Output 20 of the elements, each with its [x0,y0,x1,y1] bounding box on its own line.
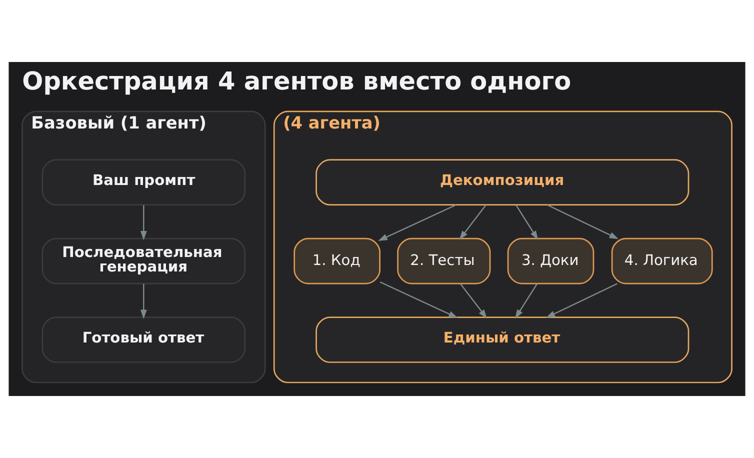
node-box: 3. Доки [507,238,594,284]
node-box: 1. Код [294,238,380,284]
node-box: Готовый ответ [42,316,246,363]
arrow [460,284,488,319]
arrow [140,284,147,320]
node-box: 4. Логика [611,238,713,284]
arrow [546,283,618,318]
arrow [378,204,456,241]
diagram-title: Оркестрация 4 агентов вместо одного [22,66,572,96]
arrow [514,284,538,319]
arrow [516,204,538,240]
node-box: Декомпозиция [316,159,690,206]
arrow [459,204,486,240]
node-box: Ваш промпт [42,159,246,206]
arrow [547,204,619,240]
node-box: 2. Тесты [397,238,491,284]
arrow [380,282,458,318]
arrow [140,205,147,240]
node-box: Единый ответ [316,316,690,363]
node-box: Последовательная генерация [42,238,246,284]
